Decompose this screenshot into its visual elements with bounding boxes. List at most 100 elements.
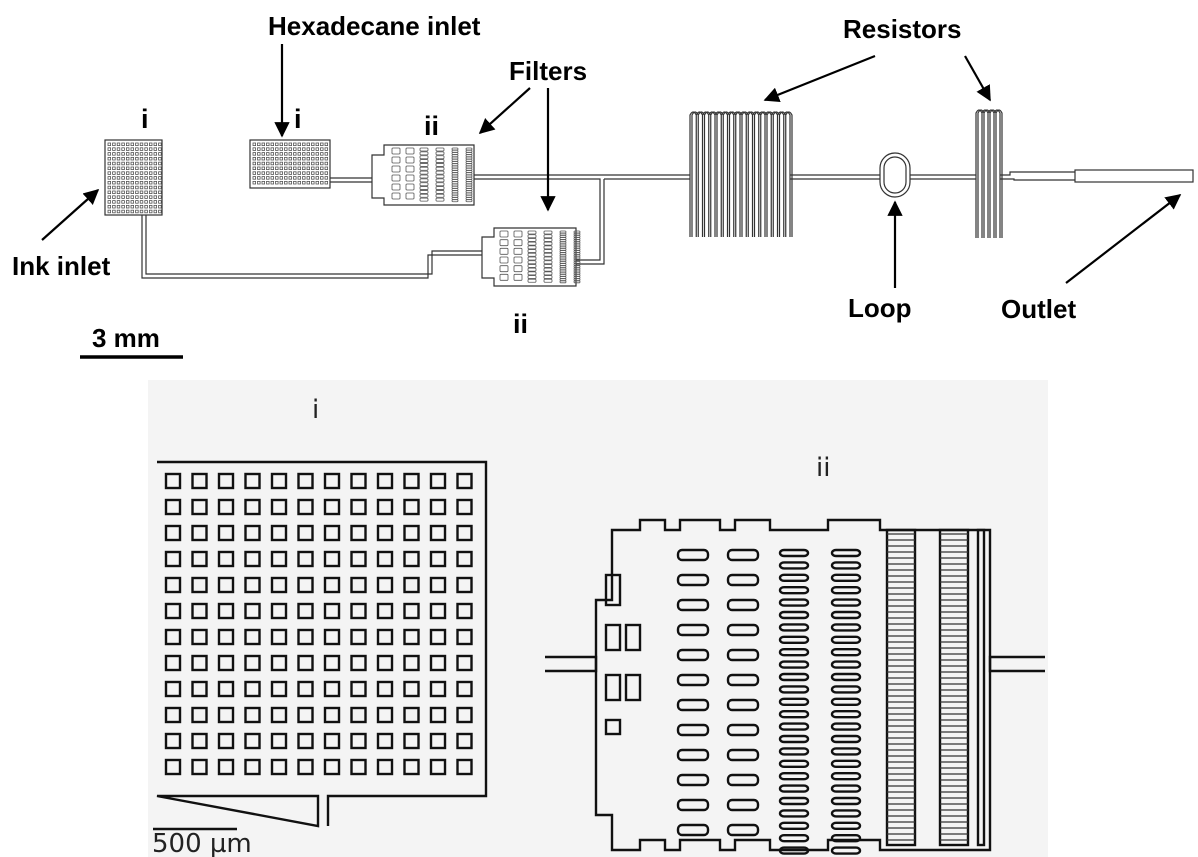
- channel-feature: [604, 573, 622, 607]
- channel-feature: [376, 524, 394, 542]
- channel-feature: [107, 209, 111, 214]
- channel-feature: [465, 197, 473, 200]
- channel-feature: [144, 152, 148, 156]
- label-hexadecane-inlet: Hexadecane inlet: [268, 11, 481, 41]
- label-i-hexadecane: i: [294, 104, 302, 134]
- channel-feature: [419, 182, 429, 187]
- channel-feature: [306, 180, 310, 185]
- channel-feature: [144, 166, 148, 170]
- channel-feature: [465, 165, 473, 169]
- channel-feature: [270, 156, 274, 161]
- channel-feature: [435, 174, 445, 179]
- channel-feature: [302, 142, 306, 146]
- channel-feature: [164, 680, 182, 698]
- channel-feature: [676, 773, 710, 787]
- channel-feature: [778, 784, 810, 793]
- channel-feature: [323, 524, 341, 542]
- channel-feature: [315, 156, 319, 161]
- channel-feature: [153, 195, 157, 199]
- channel-feature: [121, 156, 125, 161]
- channel-feature: [135, 204, 139, 209]
- channel-feature: [191, 706, 208, 724]
- channel-feature: [465, 170, 473, 173]
- channel-feature: [284, 180, 288, 185]
- channel-feature: [191, 758, 208, 776]
- channel-feature: [139, 166, 144, 170]
- channel-feature: [306, 147, 310, 151]
- channel-feature: [266, 147, 270, 151]
- channel-feature: [217, 498, 235, 516]
- channel-feature: [116, 176, 121, 180]
- channel-feature: [323, 472, 341, 490]
- arrow-filter-top: [478, 87, 531, 135]
- channel-feature: [244, 706, 261, 724]
- channel-feature: [284, 166, 288, 170]
- channel-feature: [830, 573, 862, 582]
- channel-feature: [419, 186, 429, 190]
- channel-feature: [244, 524, 261, 542]
- channel-feature: [135, 185, 139, 190]
- channel-feature: [676, 548, 710, 562]
- channel-feature: [419, 178, 429, 183]
- channel-feature: [158, 171, 162, 175]
- channel-feature: [148, 209, 153, 214]
- channel-feature: [121, 176, 125, 180]
- channel-feature: [778, 834, 810, 843]
- channel-feature: [121, 209, 125, 214]
- channel-feature: [456, 602, 473, 620]
- channel-feature: [270, 176, 274, 180]
- channel-feature: [403, 758, 420, 776]
- channel-feature: [456, 472, 473, 490]
- channel-feature: [116, 200, 121, 204]
- channel-feature: [451, 174, 459, 178]
- channel-feature: [429, 602, 447, 620]
- channel-feature: [297, 524, 314, 542]
- channel-feature: [279, 180, 283, 185]
- channel-feature: [144, 180, 148, 185]
- channel-feature: [405, 174, 415, 182]
- channel-feature: [451, 154, 459, 158]
- channel-feature: [676, 598, 710, 612]
- channel-feature: [107, 204, 111, 209]
- channel-feature: [573, 254, 581, 258]
- channel-feature: [323, 732, 341, 750]
- channel-feature: [191, 680, 208, 698]
- detail-panels: i ii 500 µm: [148, 380, 1048, 857]
- channel-feature: [403, 498, 420, 516]
- channel-feature: [778, 796, 810, 806]
- channel-feature: [107, 142, 111, 146]
- channel-feature: [513, 230, 523, 238]
- channel-feature: [107, 180, 111, 185]
- channel-feature: [527, 271, 537, 276]
- channel-feature: [527, 234, 537, 239]
- channel-feature: [121, 200, 125, 204]
- channel-feature: [726, 573, 760, 587]
- channel-feature: [573, 230, 581, 234]
- channel-feature: [543, 278, 553, 283]
- channel-feature: [288, 171, 292, 175]
- channel-feature: [320, 180, 324, 185]
- channel-feature: [217, 602, 235, 620]
- label-detail-i: i: [312, 395, 319, 425]
- channel-feature: [465, 158, 473, 162]
- channel-feature: [306, 152, 310, 156]
- channel-feature: [130, 185, 134, 190]
- channel-feature: [297, 472, 314, 490]
- channel-feature: [217, 706, 235, 724]
- channel-feature: [126, 190, 130, 194]
- channel-feature: [130, 200, 134, 204]
- channel-feature: [266, 142, 270, 146]
- filter-top: [371, 144, 475, 206]
- channel-feature: [116, 147, 121, 151]
- channel-feature: [217, 680, 235, 698]
- channel-feature: [270, 576, 288, 594]
- channel-feature: [324, 176, 328, 180]
- channel-feature: [121, 185, 125, 190]
- channel-feature: [107, 200, 111, 204]
- channel-feature: [126, 161, 130, 166]
- channel-feature: [451, 156, 459, 160]
- channel-feature: [559, 276, 567, 279]
- channel-feature: [559, 267, 567, 271]
- channel-feature: [158, 190, 162, 194]
- channel-feature: [429, 576, 447, 594]
